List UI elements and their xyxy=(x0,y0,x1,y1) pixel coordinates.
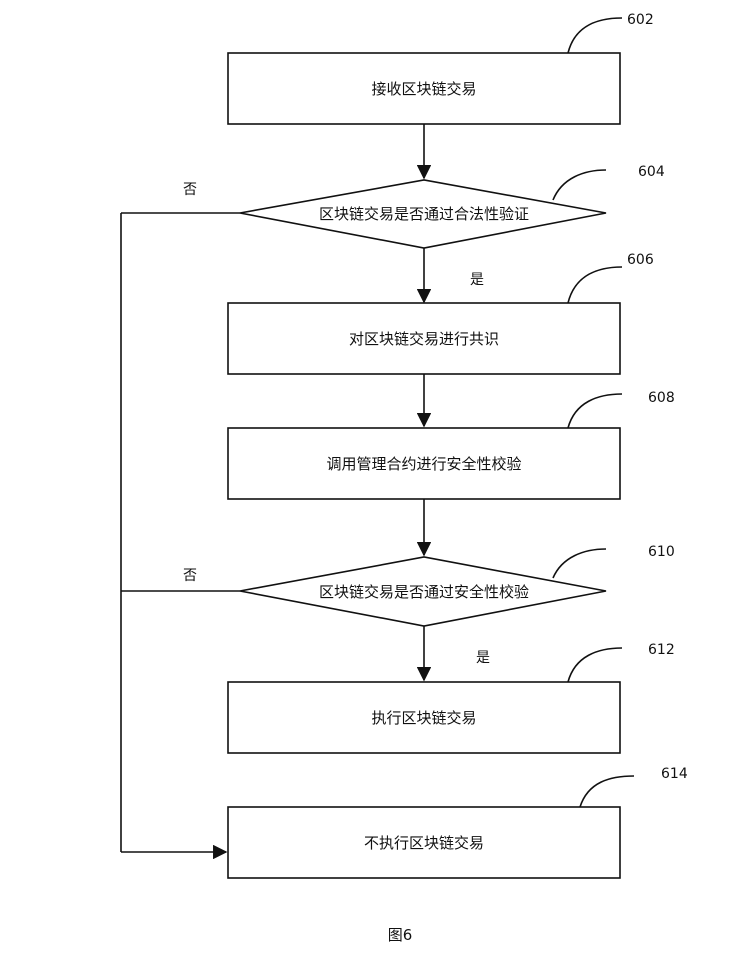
process-text-608: 调用管理合约进行安全性校验 xyxy=(326,455,521,473)
ref-label-602: 602 xyxy=(627,12,654,28)
ref-label-612: 612 xyxy=(648,642,675,658)
process-box-602 xyxy=(227,52,621,125)
ref-label-604: 604 xyxy=(638,164,665,180)
process-text-612: 执行区块链交易 xyxy=(371,709,476,727)
process-box-612 xyxy=(227,681,621,754)
leader-line-614 xyxy=(579,775,635,808)
decision-diamond-610 xyxy=(239,556,607,627)
ref-label-610: 610 xyxy=(648,544,675,560)
leader-line-606 xyxy=(567,266,623,304)
ref-label-614: 614 xyxy=(661,766,688,782)
branch-label-no-610: 否 xyxy=(183,568,197,584)
decision-diamond-604 xyxy=(239,179,607,249)
leader-line-610 xyxy=(552,548,607,579)
branch-label-yes-604: 是 xyxy=(470,272,484,288)
decision-text-604: 区块链交易是否通过合法性验证 xyxy=(319,205,529,223)
leader-line-608 xyxy=(567,393,623,429)
process-text-602: 接收区块链交易 xyxy=(371,80,476,98)
process-box-614 xyxy=(227,806,621,879)
decision-text-610: 区块链交易是否通过安全性校验 xyxy=(319,583,529,601)
branch-label-yes-610: 是 xyxy=(476,650,490,666)
process-box-608 xyxy=(227,427,621,500)
ref-label-606: 606 xyxy=(627,252,654,268)
figure-caption: 图6 xyxy=(388,926,413,944)
process-text-606: 对区块链交易进行共识 xyxy=(349,330,499,348)
leader-line-612 xyxy=(567,647,623,683)
process-text-614: 不执行区块链交易 xyxy=(364,834,484,852)
leader-line-604 xyxy=(552,169,607,201)
ref-label-608: 608 xyxy=(648,390,675,406)
leader-line-602 xyxy=(567,17,623,54)
branch-label-no-604: 否 xyxy=(183,182,197,198)
